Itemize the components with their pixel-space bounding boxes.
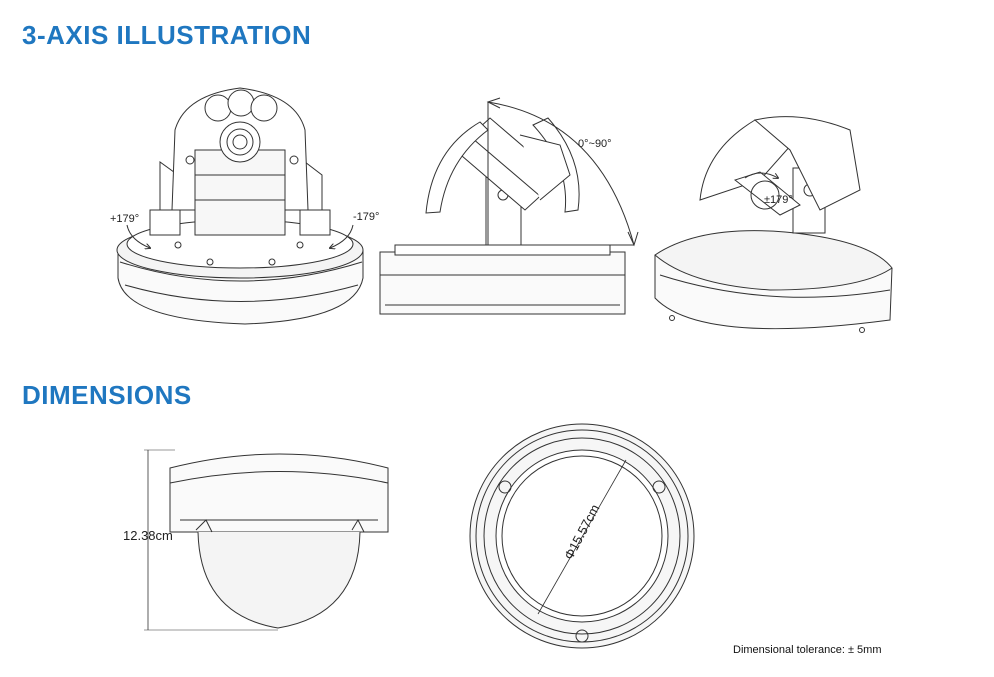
section-title-3-axis: 3-AXIS ILLUSTRATION — [22, 20, 312, 50]
dome-top-view-drawing — [469, 423, 695, 649]
tolerance-note: Dimensional tolerance: ± 5mm — [733, 644, 882, 656]
dome-side-profile-drawing — [144, 449, 389, 631]
camera-perspective-view-drawing — [654, 116, 893, 333]
pan-minus-label: -179° — [353, 211, 380, 223]
tilt-range-label: 0°~90° — [578, 138, 612, 150]
section-title-dimensions: DIMENSIONS — [22, 380, 192, 410]
height-dimension-label: 12.38cm — [123, 528, 173, 543]
camera-front-view-drawing — [116, 87, 364, 325]
rotate-range-label: ±179° — [764, 194, 793, 206]
pan-plus-label: +179° — [110, 213, 140, 225]
camera-side-view-drawing — [379, 97, 639, 315]
